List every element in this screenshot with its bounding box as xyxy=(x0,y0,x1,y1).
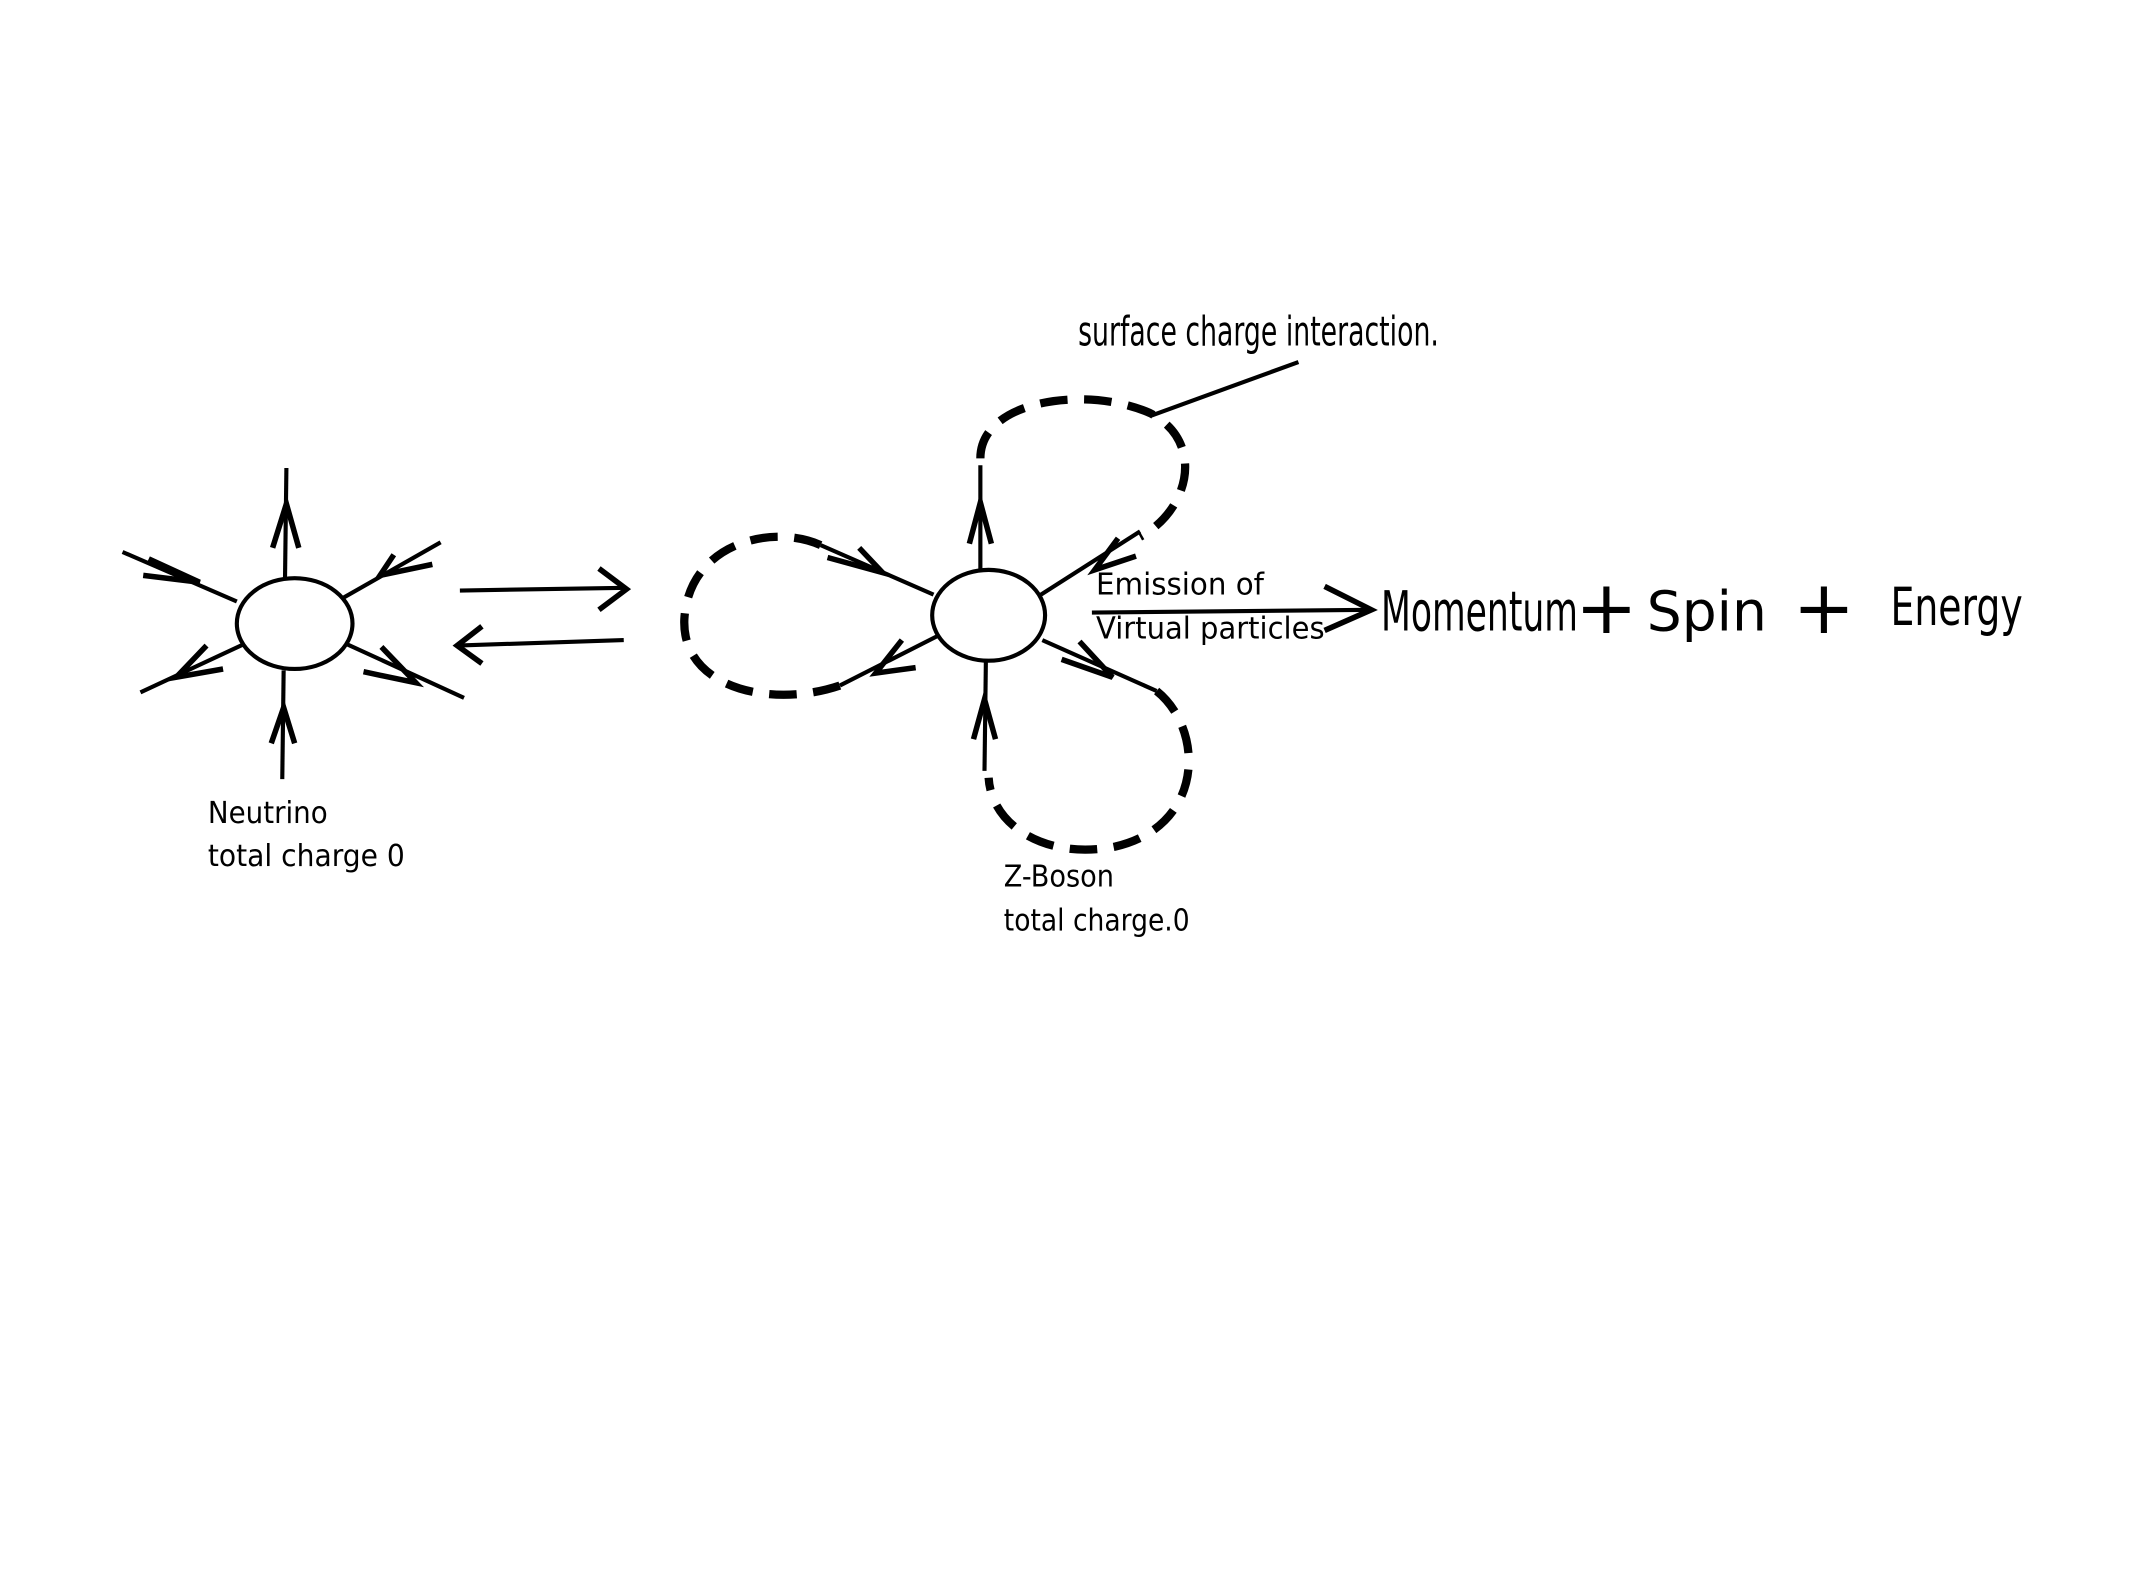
surface-pointer-line xyxy=(1150,360,1300,418)
emission-label-line1: Emission of xyxy=(1096,568,1265,603)
energy-label: Energy xyxy=(1891,577,2023,638)
spin-label: Spin xyxy=(1647,579,1767,643)
emission-label-line2: Virtual particles xyxy=(1096,612,1325,647)
top-virtual-loop xyxy=(976,395,1190,541)
plus-sign-1: + xyxy=(1575,564,1637,651)
surface-label: surface charge interaction. xyxy=(1078,308,1439,356)
neutrino-charge: total charge 0 xyxy=(208,839,405,874)
neutrino-particle xyxy=(121,467,465,780)
zboson-name: Z-Boson xyxy=(1004,859,1114,894)
emission-arrow xyxy=(1091,583,1378,633)
momentum-label: Momentum xyxy=(1381,579,1578,643)
zboson-particle xyxy=(680,395,1193,854)
neutrino-name: Neutrino xyxy=(208,796,328,831)
zboson-charge: total charge.0 xyxy=(1004,904,1190,939)
equilibrium-arrows xyxy=(452,566,632,666)
left-virtual-loop xyxy=(680,532,842,699)
plus-sign-2: + xyxy=(1793,564,1855,651)
bottom-virtual-loop xyxy=(984,687,1193,854)
